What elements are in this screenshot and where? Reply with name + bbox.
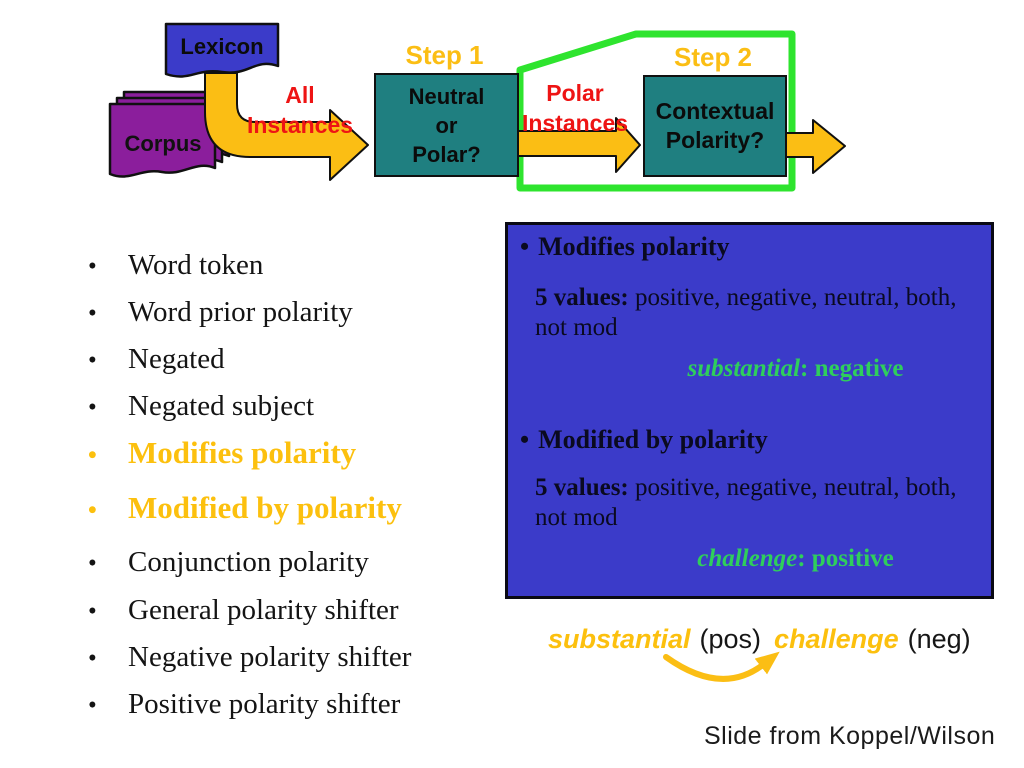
example-word: substantial [687,355,801,382]
bullet-icon: • [88,394,97,421]
bullet-icon: • [520,232,530,261]
feature-label: Modifies polarity [128,435,357,470]
bullet-icon: • [88,550,97,577]
lexicon-label: Lexicon [180,34,264,59]
bullet-icon: • [88,347,97,374]
feature-item-highlighted: • Modifies polarity [88,429,356,476]
feature-label: Word token [128,249,264,281]
all-instances-label: All Instances [246,82,354,138]
example-polarity: : positive [797,545,894,572]
arrow-polar-instances [513,117,641,173]
bullet-icon: • [520,425,530,454]
step1-label: Step 1 [405,40,484,70]
step2-box: Contextual Polarity? [643,75,787,177]
panel-example-line: substantial: negative [508,355,991,383]
feature-label: Negated [128,343,225,375]
example-polarity: : negative [800,355,904,382]
arrow-output [782,119,846,174]
feature-item-highlighted: • Modified by polarity [88,484,402,531]
panel-values-line: 5 values: positive, negative, neutral, b… [508,283,977,343]
feature-item: • Word prior polarity [88,289,353,336]
feature-item: • Negated [88,336,225,383]
panel-section-heading: • Modifies polarity [520,232,729,262]
feature-item: • Word token [88,242,263,289]
panel-example-line: challenge: positive [508,545,991,573]
feature-label: Modified by polarity [128,490,402,525]
feature-label: Negated subject [128,390,315,422]
feature-item: • Positive polarity shifter [88,681,400,728]
example-tag-pos: (pos) [699,624,762,654]
corpus-label: Corpus [124,131,202,156]
bullet-icon: • [88,645,97,672]
example-word-substantial: substantial [548,624,691,654]
feature-item: • Conjunction polarity [88,539,369,586]
panel-values-line: 5 values: positive, negative, neutral, b… [508,473,977,533]
bullet-icon: • [88,497,97,524]
example-word: challenge [697,545,798,572]
feature-item: • Negative polarity shifter [88,634,411,681]
bullet-icon: • [88,598,97,625]
bullet-icon: • [88,253,97,280]
panel-heading-text: Modifies polarity [538,232,730,261]
feature-label: General polarity shifter [128,594,399,626]
polar-instances-label: Polar Instances [521,80,629,136]
detail-panel: • Modifies polarity 5 values: positive, … [505,222,994,599]
step2-label: Step 2 [673,42,753,72]
bullet-icon: • [88,300,97,327]
bullet-icon: • [88,692,97,719]
corpus-documents-icon [108,90,231,178]
example-tag-neg: (neg) [907,624,971,654]
values-text: positive, negative, neutral, both, not m… [535,474,957,531]
feature-item: • Negated subject [88,383,314,430]
panel-heading-text: Modified by polarity [538,425,768,454]
step1-box: Neutral or Polar? [374,73,519,177]
slide-credit: Slide from Koppel/Wilson [704,722,996,750]
panel-section-heading: • Modified by polarity [520,425,768,455]
values-label: 5 values: [535,284,629,311]
feature-label: Conjunction polarity [128,546,369,578]
values-label: 5 values: [535,474,629,501]
step2-highlight-outline [516,30,796,192]
arrow-all-instances [204,72,369,181]
example-word-challenge: challenge [774,624,899,654]
sentence-example: substantial (pos) challenge (neg) [548,624,971,655]
curved-example-arrow [663,651,780,682]
feature-label: Word prior polarity [128,296,353,328]
feature-item: • General polarity shifter [88,587,399,634]
bullet-icon: • [88,442,97,469]
lexicon-document-icon [164,22,280,78]
values-text: positive, negative, neutral, both, not m… [535,284,957,341]
feature-label: Positive polarity shifter [128,688,401,720]
feature-label: Negative polarity shifter [128,641,412,673]
